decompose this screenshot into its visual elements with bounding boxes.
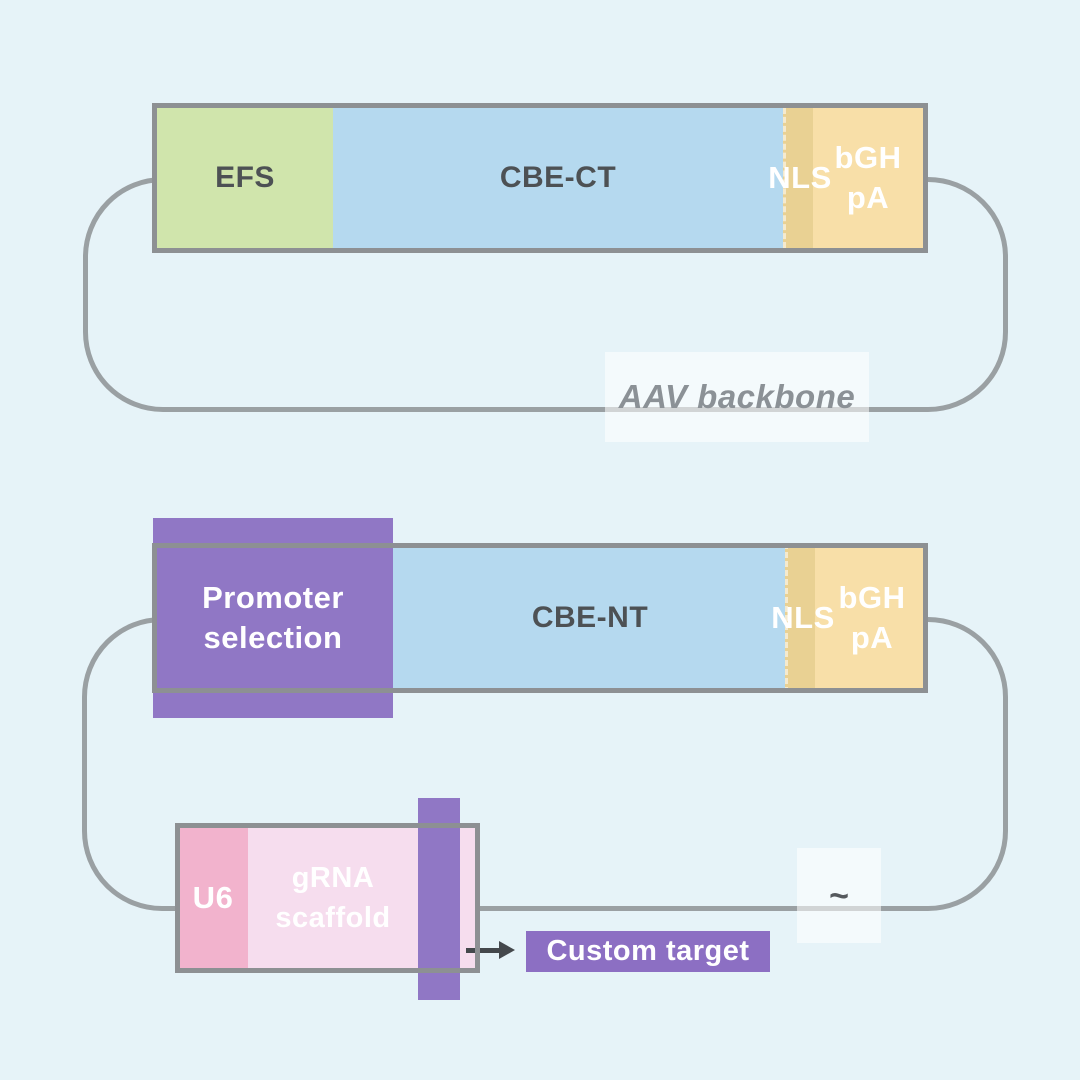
cbe-nt-label: CBE-NT (531, 601, 649, 634)
arrow-right-icon-head (499, 941, 515, 959)
nls-segment-bottom (785, 543, 815, 693)
u6-segment: U6 (175, 823, 248, 973)
cbe-ct-segment: CBE-CT (333, 108, 783, 248)
aav-backbone-label: AAV backbone (618, 378, 856, 415)
promoter-selection-box: Promoter selection (153, 518, 393, 718)
cbe-ct-label: CBE-CT (499, 161, 617, 194)
nls-segment (783, 108, 813, 248)
spacer-insert-bar (418, 798, 460, 1000)
top-construct-bar: EFS CBE-CT NLS bGH pA (152, 103, 928, 253)
arrow-right-icon (466, 948, 500, 953)
nls-label: NLS (768, 160, 832, 195)
bgh-pa-segment-bottom (815, 543, 928, 693)
bgh-line-bottom: bGH (838, 580, 906, 615)
promoter-line2: selection (203, 620, 343, 655)
bgh-pa-label-bottom: bGH pA (839, 578, 906, 658)
scaffold-line: scaffold (275, 902, 391, 934)
pa-line: pA (846, 180, 890, 215)
bgh-pa-segment (813, 108, 923, 248)
custom-target-box: Custom target (526, 931, 770, 972)
sequence-break-symbol: ~ (829, 876, 849, 915)
promoter-line1: Promoter (202, 580, 344, 615)
aav-backbone-label-pill: AAV backbone (605, 352, 869, 442)
bgh-line: bGH (834, 140, 902, 175)
efs-label: EFS (215, 161, 275, 194)
grna-line: gRNA (291, 862, 375, 894)
u6-label: U6 (192, 880, 234, 915)
nls-label-bottom: NLS (771, 600, 835, 635)
efs-segment: EFS (157, 108, 333, 248)
sequence-break-pill: ~ (797, 848, 881, 943)
bgh-pa-label: bGH pA (835, 138, 902, 218)
pa-line-bottom: pA (850, 620, 894, 655)
custom-target-label: Custom target (546, 935, 750, 967)
grna-scaffold-label: gRNA scaffold (275, 858, 390, 938)
